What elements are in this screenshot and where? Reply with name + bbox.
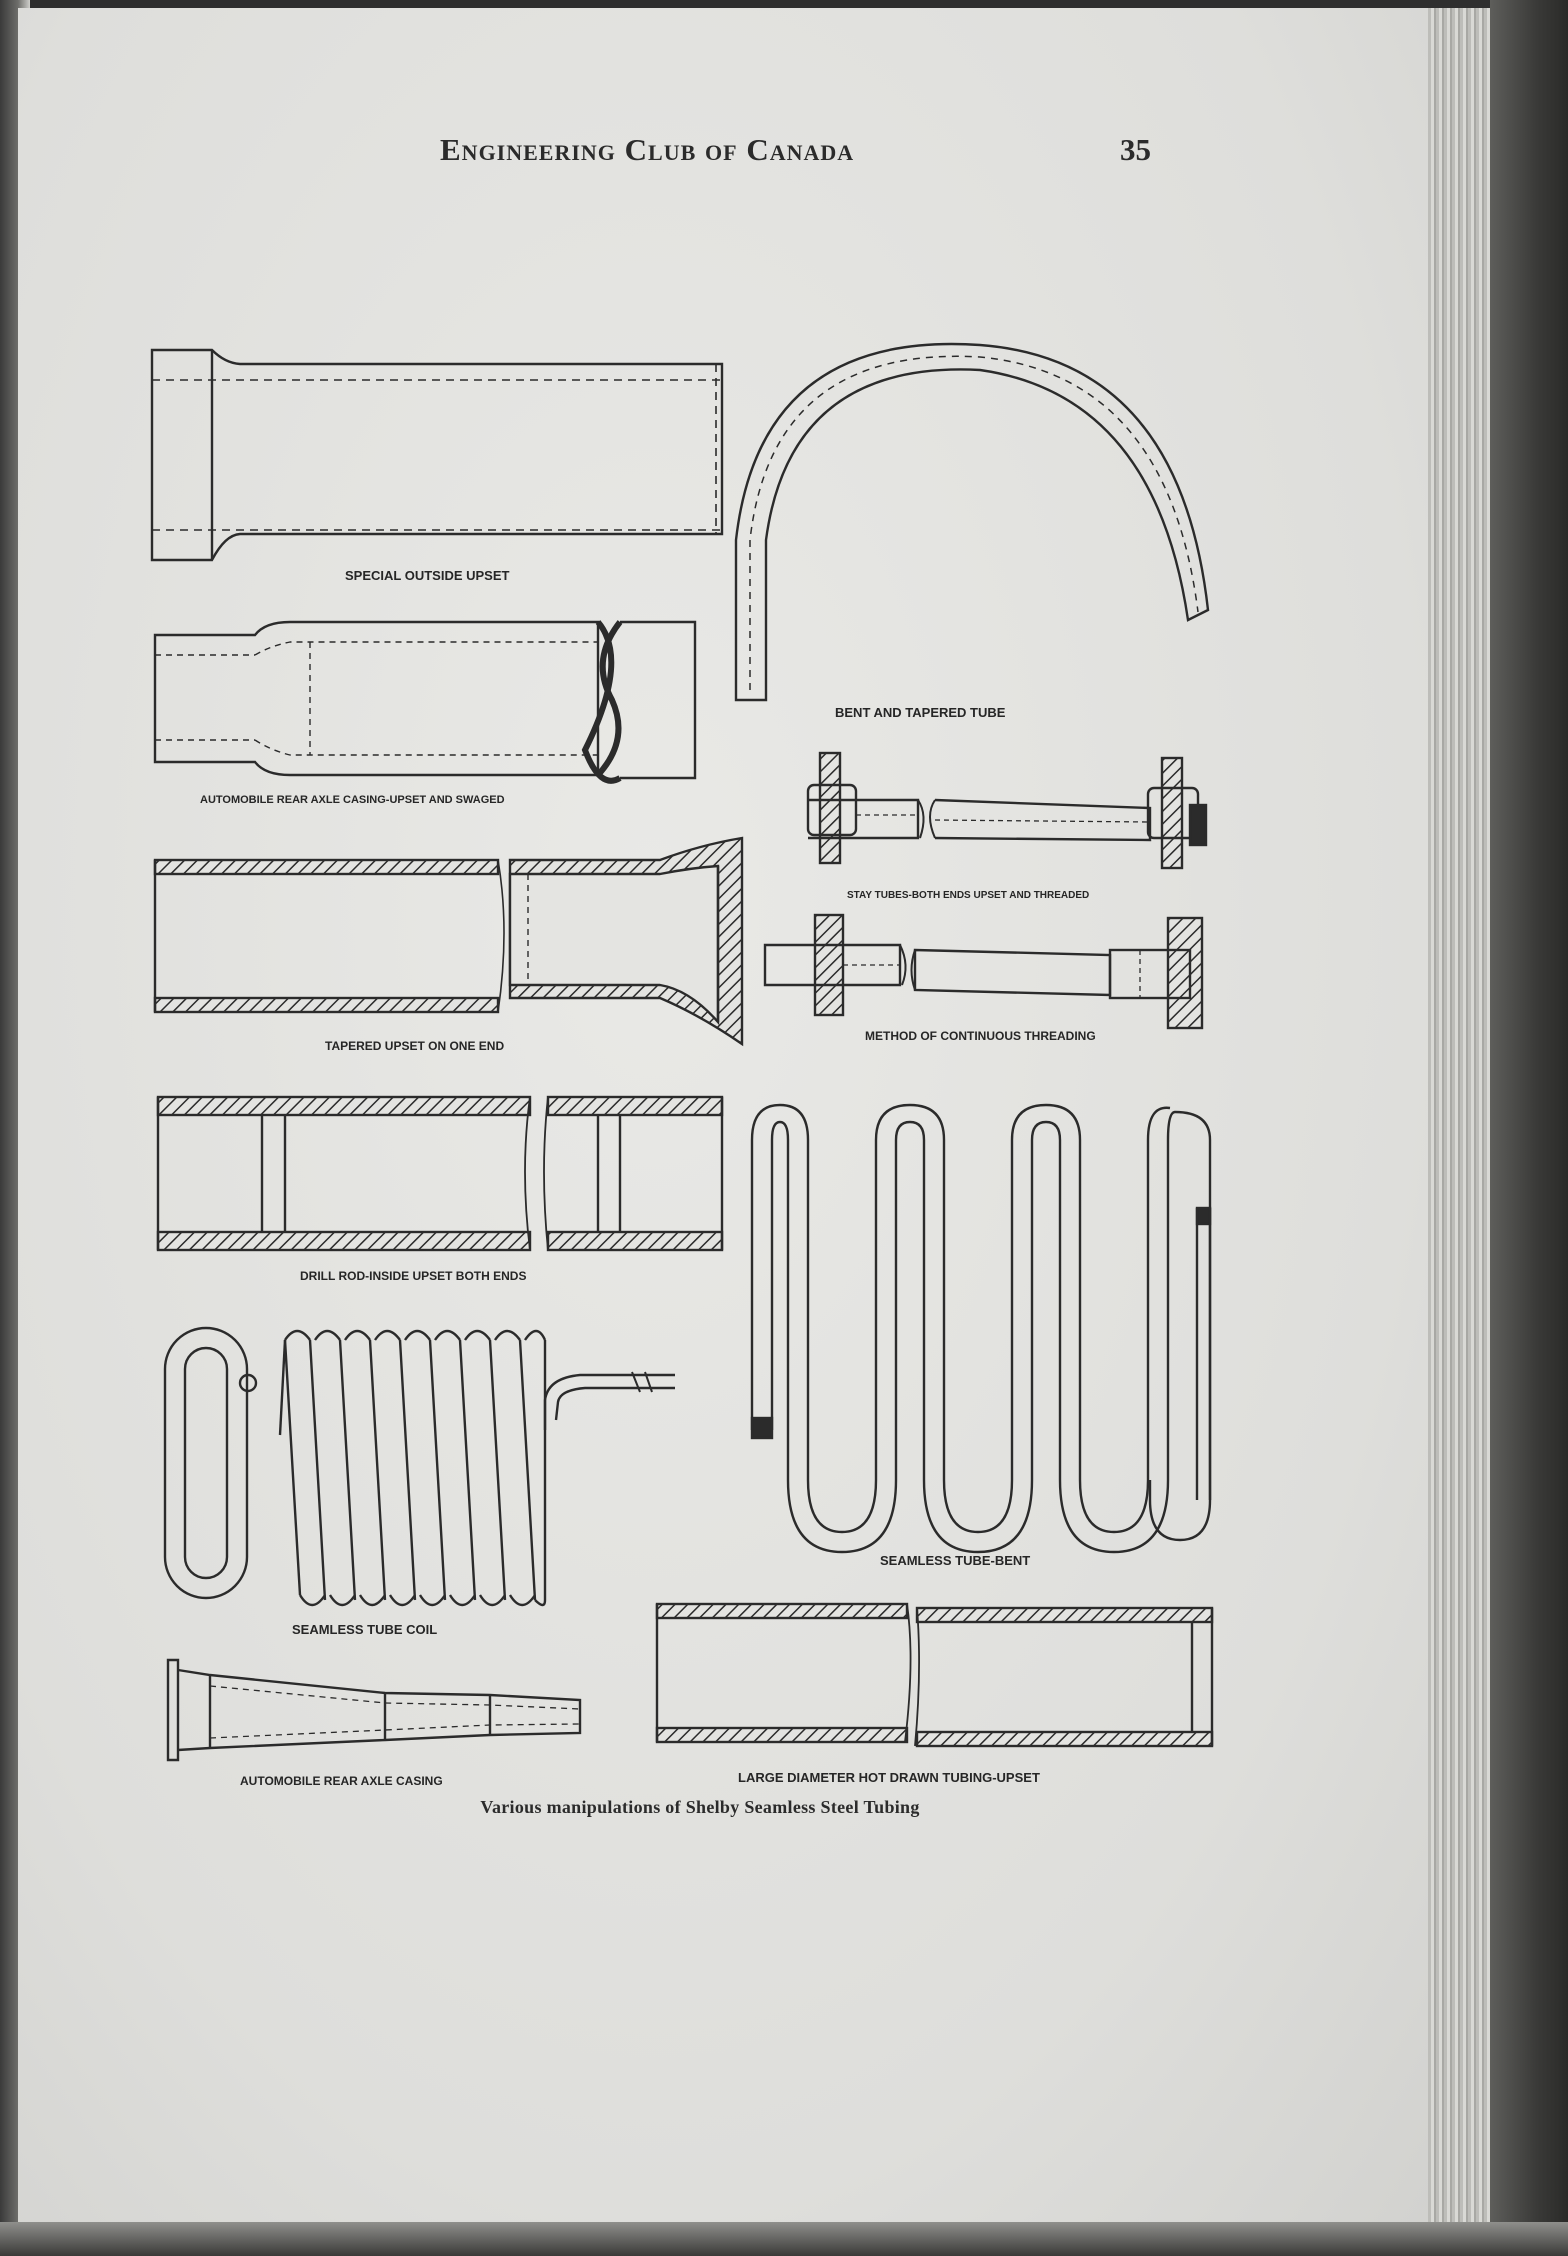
bent-tapered-tube-drawing — [734, 342, 1210, 702]
figure-caption: Various manipulations of Shelby Seamless… — [480, 1797, 920, 1817]
drill-rod-drawing — [156, 1095, 724, 1252]
label-tapered-upset: TAPERED UPSET ON ONE END — [325, 1039, 504, 1053]
book-bottom-edge — [0, 2222, 1568, 2256]
large-diameter-tubing-drawing — [655, 1602, 1214, 1748]
label-drill-rod: DRILL ROD-INSIDE UPSET BOTH ENDS — [300, 1269, 526, 1283]
label-stay-tubes: STAY TUBES-BOTH ENDS UPSET AND THREADED — [847, 890, 1089, 901]
seamless-tube-coil-drawing — [163, 1326, 675, 1607]
label-seamless-tube-coil: SEAMLESS TUBE COIL — [292, 1622, 437, 1637]
label-continuous-threading: METHOD OF CONTINUOUS THREADING — [865, 1029, 1096, 1043]
special-outside-upset-drawing — [150, 348, 724, 562]
rear-axle-casing-drawing — [166, 1658, 582, 1762]
page-number: 35 — [1120, 132, 1151, 167]
label-large-diameter-tubing: LARGE DIAMETER HOT DRAWN TUBING-UPSET — [738, 1770, 1040, 1785]
label-bent-tapered-tube: BENT AND TAPERED TUBE — [835, 705, 1006, 720]
rear-axle-upset-swaged-drawing — [153, 620, 697, 784]
seamless-tube-bent-drawing — [750, 1103, 1212, 1554]
label-rear-axle-upset-swaged: AUTOMOBILE REAR AXLE CASING-UPSET AND SW… — [200, 794, 505, 806]
book-cover-edge — [1490, 0, 1568, 2256]
stay-tubes-drawing — [806, 751, 1208, 870]
label-special-outside-upset: SPECIAL OUTSIDE UPSET — [345, 568, 510, 583]
label-rear-axle-casing: AUTOMOBILE REAR AXLE CASING — [240, 1774, 443, 1788]
continuous-threading-drawing — [763, 913, 1204, 1030]
label-seamless-tube-bent: SEAMLESS TUBE-BENT — [880, 1553, 1030, 1568]
page-title: Engineering Club of Canada — [440, 132, 855, 167]
tapered-upset-drawing — [153, 836, 744, 1047]
running-header: Engineering Club of Canada 35 — [0, 132, 1568, 182]
